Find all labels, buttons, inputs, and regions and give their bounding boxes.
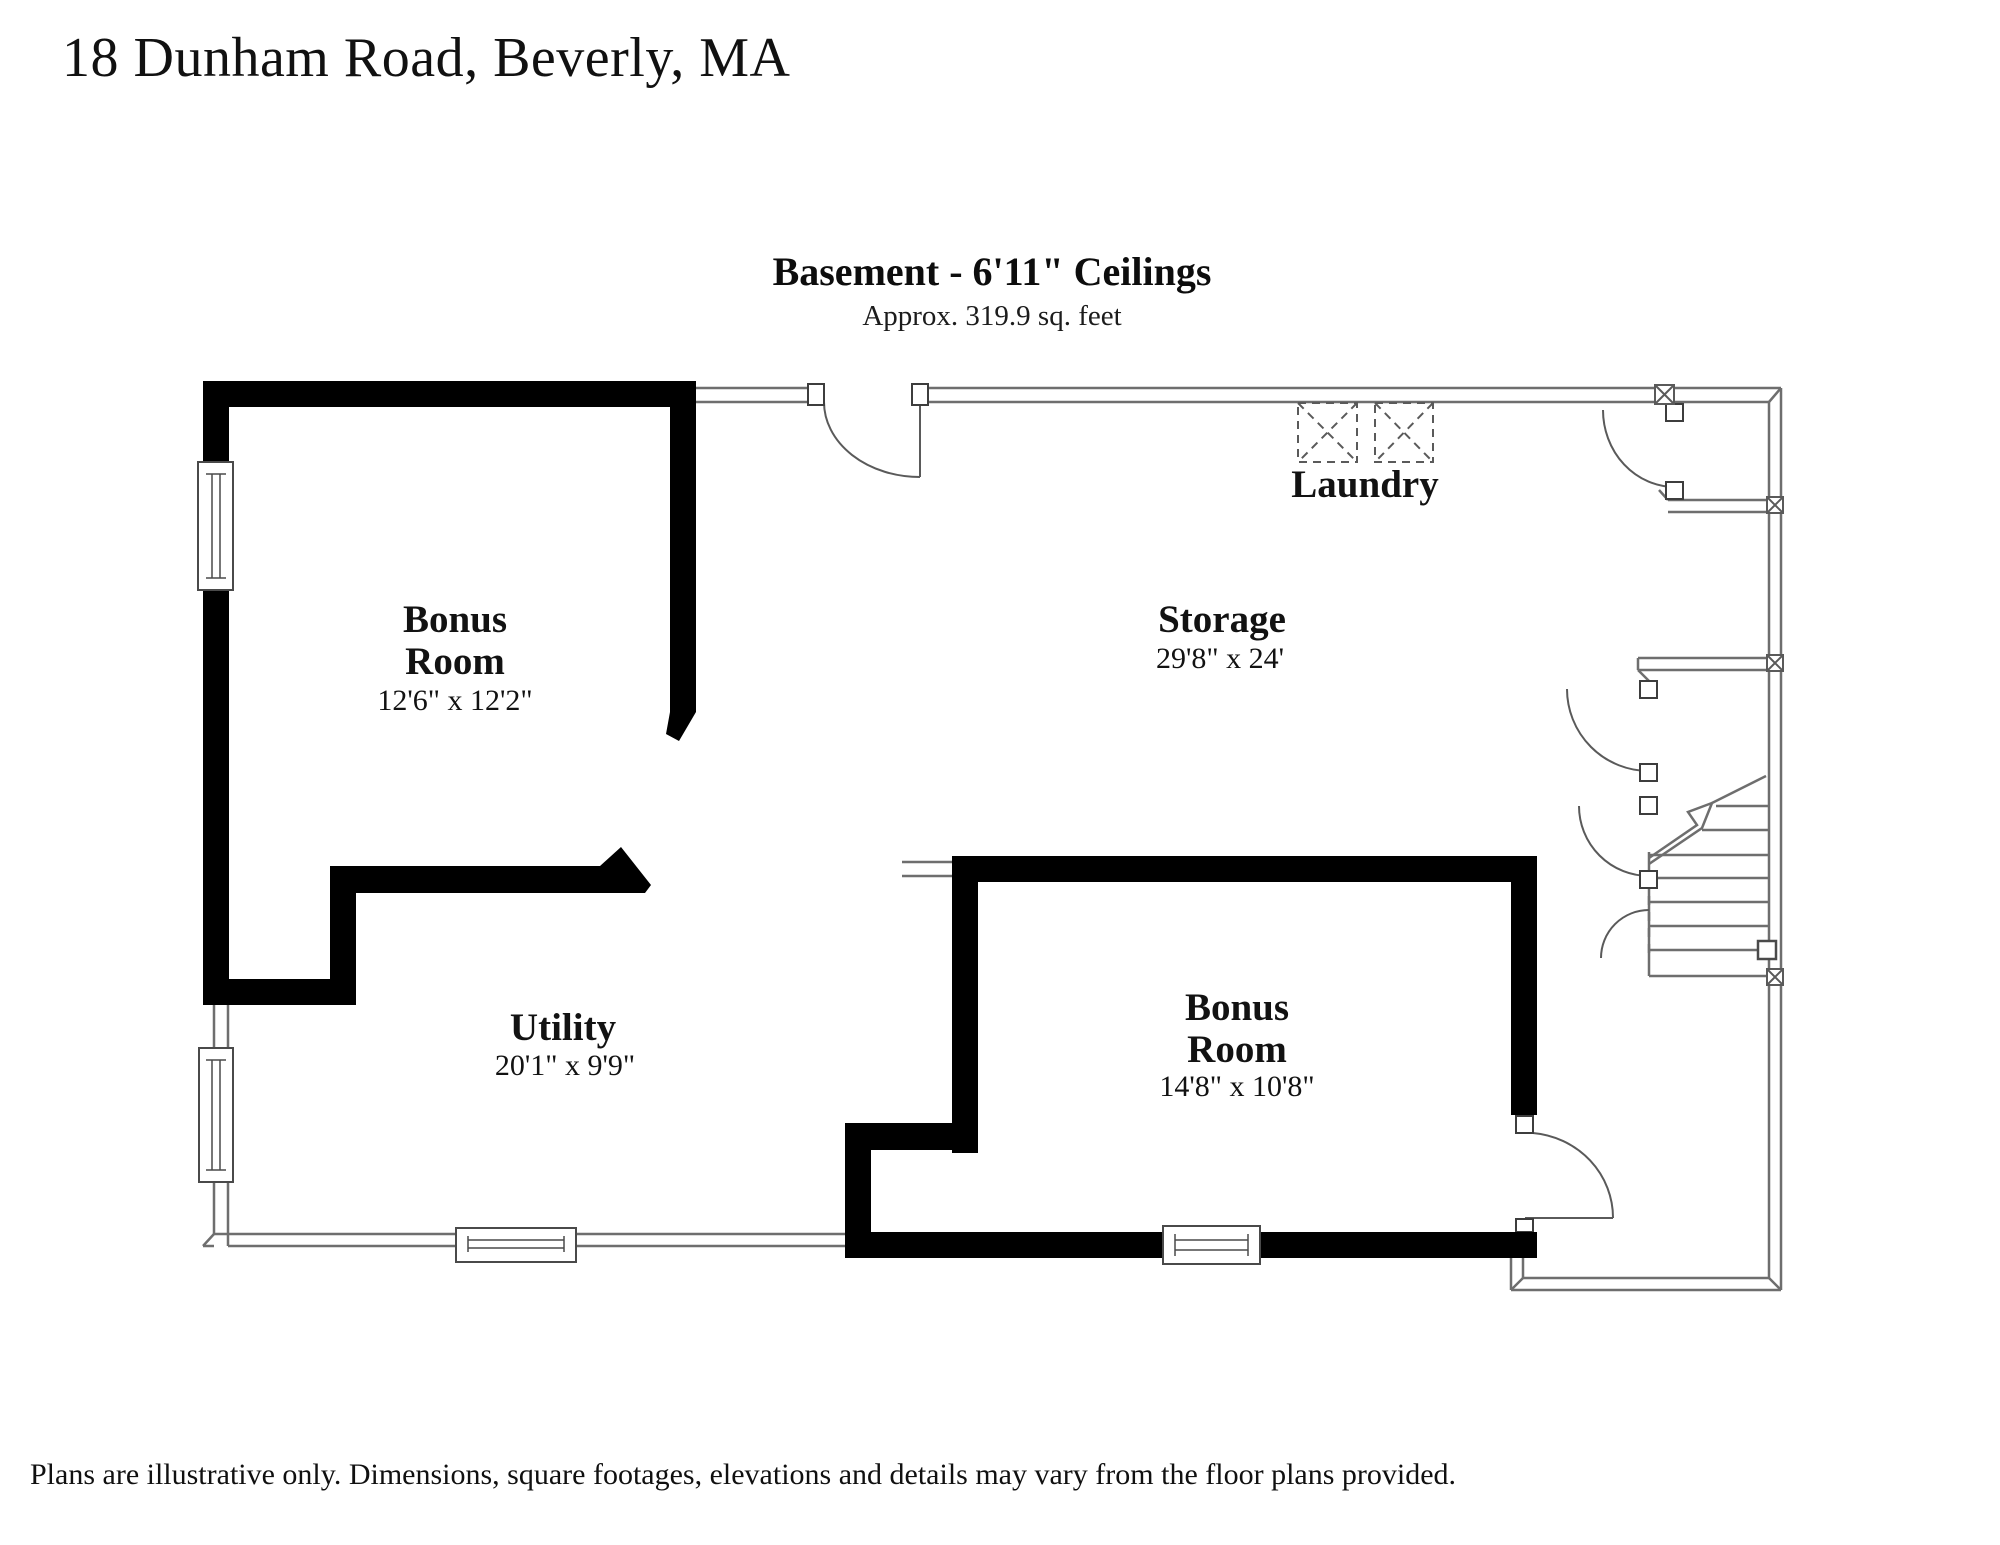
plan-heading: Basement - 6'11" Ceilings <box>772 249 1212 294</box>
room-dims: 20'1" x 9'9" <box>495 1049 635 1082</box>
window-icon <box>197 461 234 591</box>
door-swing-icon <box>1578 796 1658 889</box>
window-icon <box>1162 1225 1261 1265</box>
door-swing-icon <box>1602 403 1684 500</box>
room-name: Utility <box>510 1006 617 1049</box>
staircase <box>1647 774 1778 978</box>
wall-segment <box>952 856 978 1153</box>
door-swing-icon <box>1515 1115 1615 1233</box>
disclaimer-text: Plans are illustrative only. Dimensions,… <box>30 1458 1457 1491</box>
wall-segment <box>1258 1232 1537 1258</box>
room-name: Bonus <box>1185 986 1289 1029</box>
door-swing-icon <box>1566 680 1658 782</box>
washer-icon <box>1297 402 1358 463</box>
wall-segment <box>330 847 651 893</box>
thin-walls <box>202 386 1783 1292</box>
room-dims: 14'8" x 10'8" <box>1159 1070 1314 1103</box>
room-label-laundry: Laundry <box>1291 463 1439 506</box>
room-dims: 29'8" x 24' <box>1156 642 1284 675</box>
room-label-bonus-room-1: Bonus Room 12'6" x 12'2" <box>377 598 532 717</box>
doors <box>807 383 1684 1233</box>
wall-segment <box>1511 856 1537 1115</box>
room-name: Storage <box>1158 598 1286 641</box>
wall-segment <box>203 381 696 407</box>
x-post-icon <box>1766 654 1784 672</box>
room-label-storage: Storage 29'8" x 24' <box>1156 598 1286 675</box>
plan-subheading: Approx. 319.9 sq. feet <box>862 300 1122 332</box>
room-label-utility: Utility 20'1" x 9'9" <box>495 1006 635 1082</box>
door-swing-icon <box>807 383 929 478</box>
door-swing-icon <box>1600 909 1650 959</box>
room-label-bonus-room-2: Bonus Room 14'8" x 10'8" <box>1159 986 1314 1103</box>
window-icon <box>198 1047 234 1183</box>
room-name: Room <box>1187 1028 1287 1071</box>
corner-posts <box>1654 384 1784 986</box>
wall-segment <box>203 588 229 1005</box>
wall-segment <box>203 979 356 1005</box>
room-name: Bonus <box>403 598 507 641</box>
room-name: Laundry <box>1291 463 1439 506</box>
dryer-icon <box>1374 402 1434 463</box>
wall-segment <box>845 1232 1165 1258</box>
page-title: 18 Dunham Road, Beverly, MA <box>62 27 791 89</box>
room-dims: 12'6" x 12'2" <box>377 684 532 717</box>
wall-segment <box>203 381 229 465</box>
window-icon <box>455 1227 577 1263</box>
black-walls <box>203 381 1537 1258</box>
windows <box>197 461 1261 1265</box>
room-name: Room <box>405 640 505 683</box>
wall-segment <box>952 856 1537 882</box>
laundry-machines <box>1297 402 1434 463</box>
wall-segment <box>666 407 696 741</box>
x-post-icon <box>1766 496 1784 514</box>
x-post-icon <box>1766 968 1784 986</box>
x-post-icon <box>1654 384 1675 405</box>
